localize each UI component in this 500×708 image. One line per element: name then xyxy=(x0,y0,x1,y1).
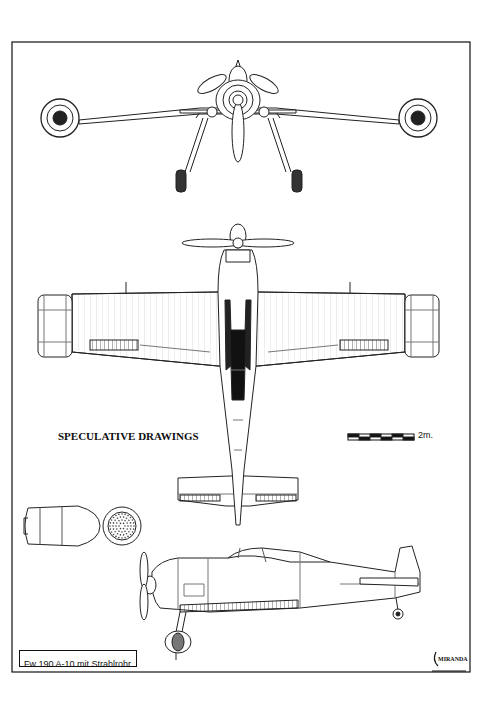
title-box: Fw 190 A-10 mit Strahlrohr xyxy=(19,650,137,667)
scale-bar xyxy=(348,434,414,440)
title-text: Fw 190 A-10 mit Strahlrohr xyxy=(24,659,131,670)
front-view xyxy=(41,60,437,192)
top-view xyxy=(38,224,439,525)
signature: MIRANDA xyxy=(438,656,468,662)
scale-label: 2m. xyxy=(418,430,433,440)
heading-note: SPECULATIVE DRAWINGS xyxy=(58,430,199,442)
pod-detail xyxy=(24,506,141,546)
side-view xyxy=(140,546,420,660)
page-frame xyxy=(12,42,470,672)
